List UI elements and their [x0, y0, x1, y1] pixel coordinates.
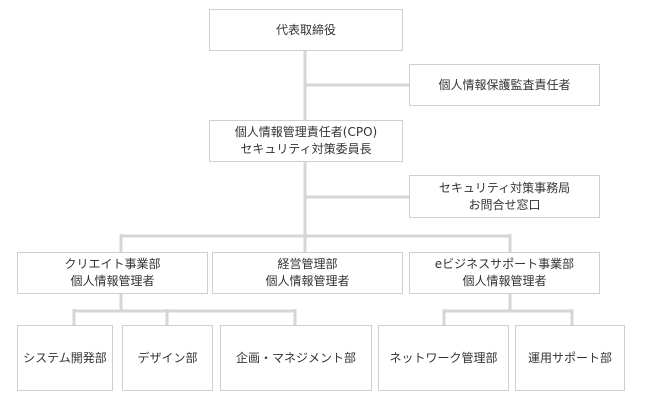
management-division-box: 経営管理部 個人情報管理者 [212, 252, 403, 294]
secretariat-box: セキュリティ対策事務局 お問合せ窓口 [409, 175, 600, 218]
creative-division-label-line1: クリエイト事業部 [64, 257, 161, 271]
audit-box: 個人情報保護監査責任者 [409, 64, 600, 106]
management-division-label-line2: 個人情報管理者 [265, 274, 350, 288]
system-dev-box: システム開発部 [17, 325, 113, 391]
design-box: デザイン部 [122, 325, 213, 391]
audit-label: 個人情報保護監査責任者 [438, 77, 571, 92]
design-label: デザイン部 [137, 350, 198, 365]
creative-division-box: クリエイト事業部 個人情報管理者 [17, 252, 208, 294]
cpo-label-line1: 個人情報管理責任者(CPO) [234, 125, 378, 139]
ops-support-box: 運用サポート部 [515, 325, 625, 391]
ceo-box: 代表取締役 [209, 9, 403, 51]
cpo-box: 個人情報管理責任者(CPO) セキュリティ対策委員長 [209, 120, 403, 162]
network-box: ネットワーク管理部 [378, 325, 509, 391]
secretariat-label-line2: お問合せ窓口 [468, 197, 541, 212]
ops-support-label: 運用サポート部 [527, 350, 612, 365]
secretariat-label-line1: セキュリティ対策事務局 [438, 180, 571, 195]
cpo-label-line2: セキュリティ対策委員長 [240, 142, 372, 156]
creative-division-label-line2: 個人情報管理者 [70, 274, 155, 288]
planning-label: 企画・マネジメント部 [235, 350, 356, 365]
ebusiness-division-label-line1: eビジネスサポート事業部 [434, 257, 575, 271]
planning-box: 企画・マネジメント部 [220, 325, 372, 391]
system-dev-label: システム開発部 [23, 350, 107, 365]
ceo-label: 代表取締役 [275, 22, 336, 37]
ebusiness-division-label-line2: 個人情報管理者 [462, 274, 547, 288]
management-division-label-line1: 経営管理部 [277, 257, 338, 271]
ebusiness-division-box: eビジネスサポート事業部 個人情報管理者 [409, 252, 600, 294]
network-label: ネットワーク管理部 [389, 350, 498, 365]
